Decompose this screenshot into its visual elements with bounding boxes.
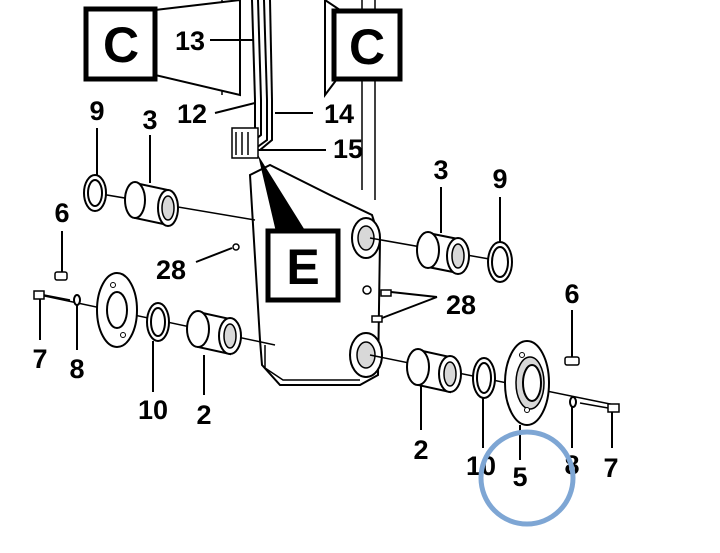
retaining-plate-left [96, 272, 138, 348]
retaining-plate-5 [504, 340, 550, 426]
part-number-14: 14 [324, 99, 354, 129]
part-number-7-right: 7 [603, 453, 618, 483]
part-number-3-left: 3 [142, 105, 157, 135]
part-number-6-left: 6 [54, 198, 69, 228]
pin-6-right [564, 356, 580, 366]
bolt-7-right [579, 402, 620, 413]
callout-e-label: E [286, 239, 319, 295]
callout-e-pointer [258, 155, 306, 232]
bushing-3-right [416, 231, 470, 275]
hose-connector [231, 127, 259, 159]
washer-10-left [146, 302, 170, 342]
part-number-28-left: 28 [156, 255, 186, 285]
part-number-10-left: 10 [138, 395, 168, 425]
washer-8-right [569, 396, 577, 408]
callout-box-c-right [331, 8, 403, 82]
part-number-28-right: 28 [446, 290, 476, 320]
part-number-13: 13 [175, 26, 205, 56]
washer-8-left [73, 294, 81, 306]
washer-9-right [487, 241, 513, 283]
highlight-circle [478, 429, 576, 527]
part-number-15: 15 [333, 134, 363, 164]
part-number-2-left: 2 [196, 400, 211, 430]
pin-6-left [54, 271, 68, 281]
part-number-2-right: 2 [413, 435, 428, 465]
bushing-3-left [124, 181, 179, 227]
part-number-5: 5 [512, 462, 527, 492]
bushing-2-left [186, 310, 242, 356]
bolt-7-left [33, 290, 71, 301]
callout-c-right-label: C [349, 19, 385, 75]
part-number-12: 12 [177, 99, 207, 129]
washer-9-left [83, 174, 107, 212]
leader-lines [39, 39, 613, 460]
part-number-8-left: 8 [69, 354, 84, 384]
part-number-9-right: 9 [492, 164, 507, 194]
part-number-7-left: 7 [32, 344, 47, 374]
bushing-2-right [406, 348, 462, 394]
callout-box-c-left [83, 6, 158, 82]
callout-box-e [265, 228, 341, 303]
part-number-6-right: 6 [564, 279, 579, 309]
part-number-3-right: 3 [433, 155, 448, 185]
part-number-9-left: 9 [89, 96, 104, 126]
grease-fitting-28-left [232, 243, 240, 251]
hose-bundle [239, 0, 273, 158]
callout-c-left-label: C [103, 17, 139, 73]
washer-10-right [472, 357, 496, 399]
